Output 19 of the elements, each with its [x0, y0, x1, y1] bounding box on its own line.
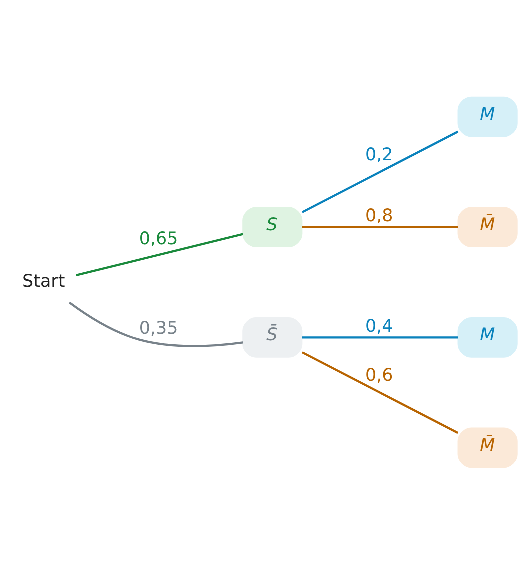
connector: [302, 226, 458, 228]
edge-label: 0,35: [139, 318, 178, 339]
node-box: S: [242, 206, 303, 248]
connector: [302, 351, 459, 434]
edge-label: 0,2: [365, 145, 394, 165]
edge-label: 0,4: [365, 316, 394, 336]
edge-label: 0,8: [365, 206, 394, 226]
node-box: S̄: [242, 316, 303, 358]
node-box: M̄: [458, 427, 518, 468]
connector: [69, 301, 244, 347]
node-text: Start: [22, 272, 66, 292]
node-box: M: [458, 96, 518, 137]
connector: [302, 336, 458, 338]
node-box: M: [458, 316, 518, 358]
edge-label: 0,6: [365, 366, 394, 386]
connector: [302, 130, 459, 213]
edge-label: 0,65: [139, 229, 178, 250]
node-box: M̄: [458, 206, 518, 248]
connector: [76, 232, 244, 276]
